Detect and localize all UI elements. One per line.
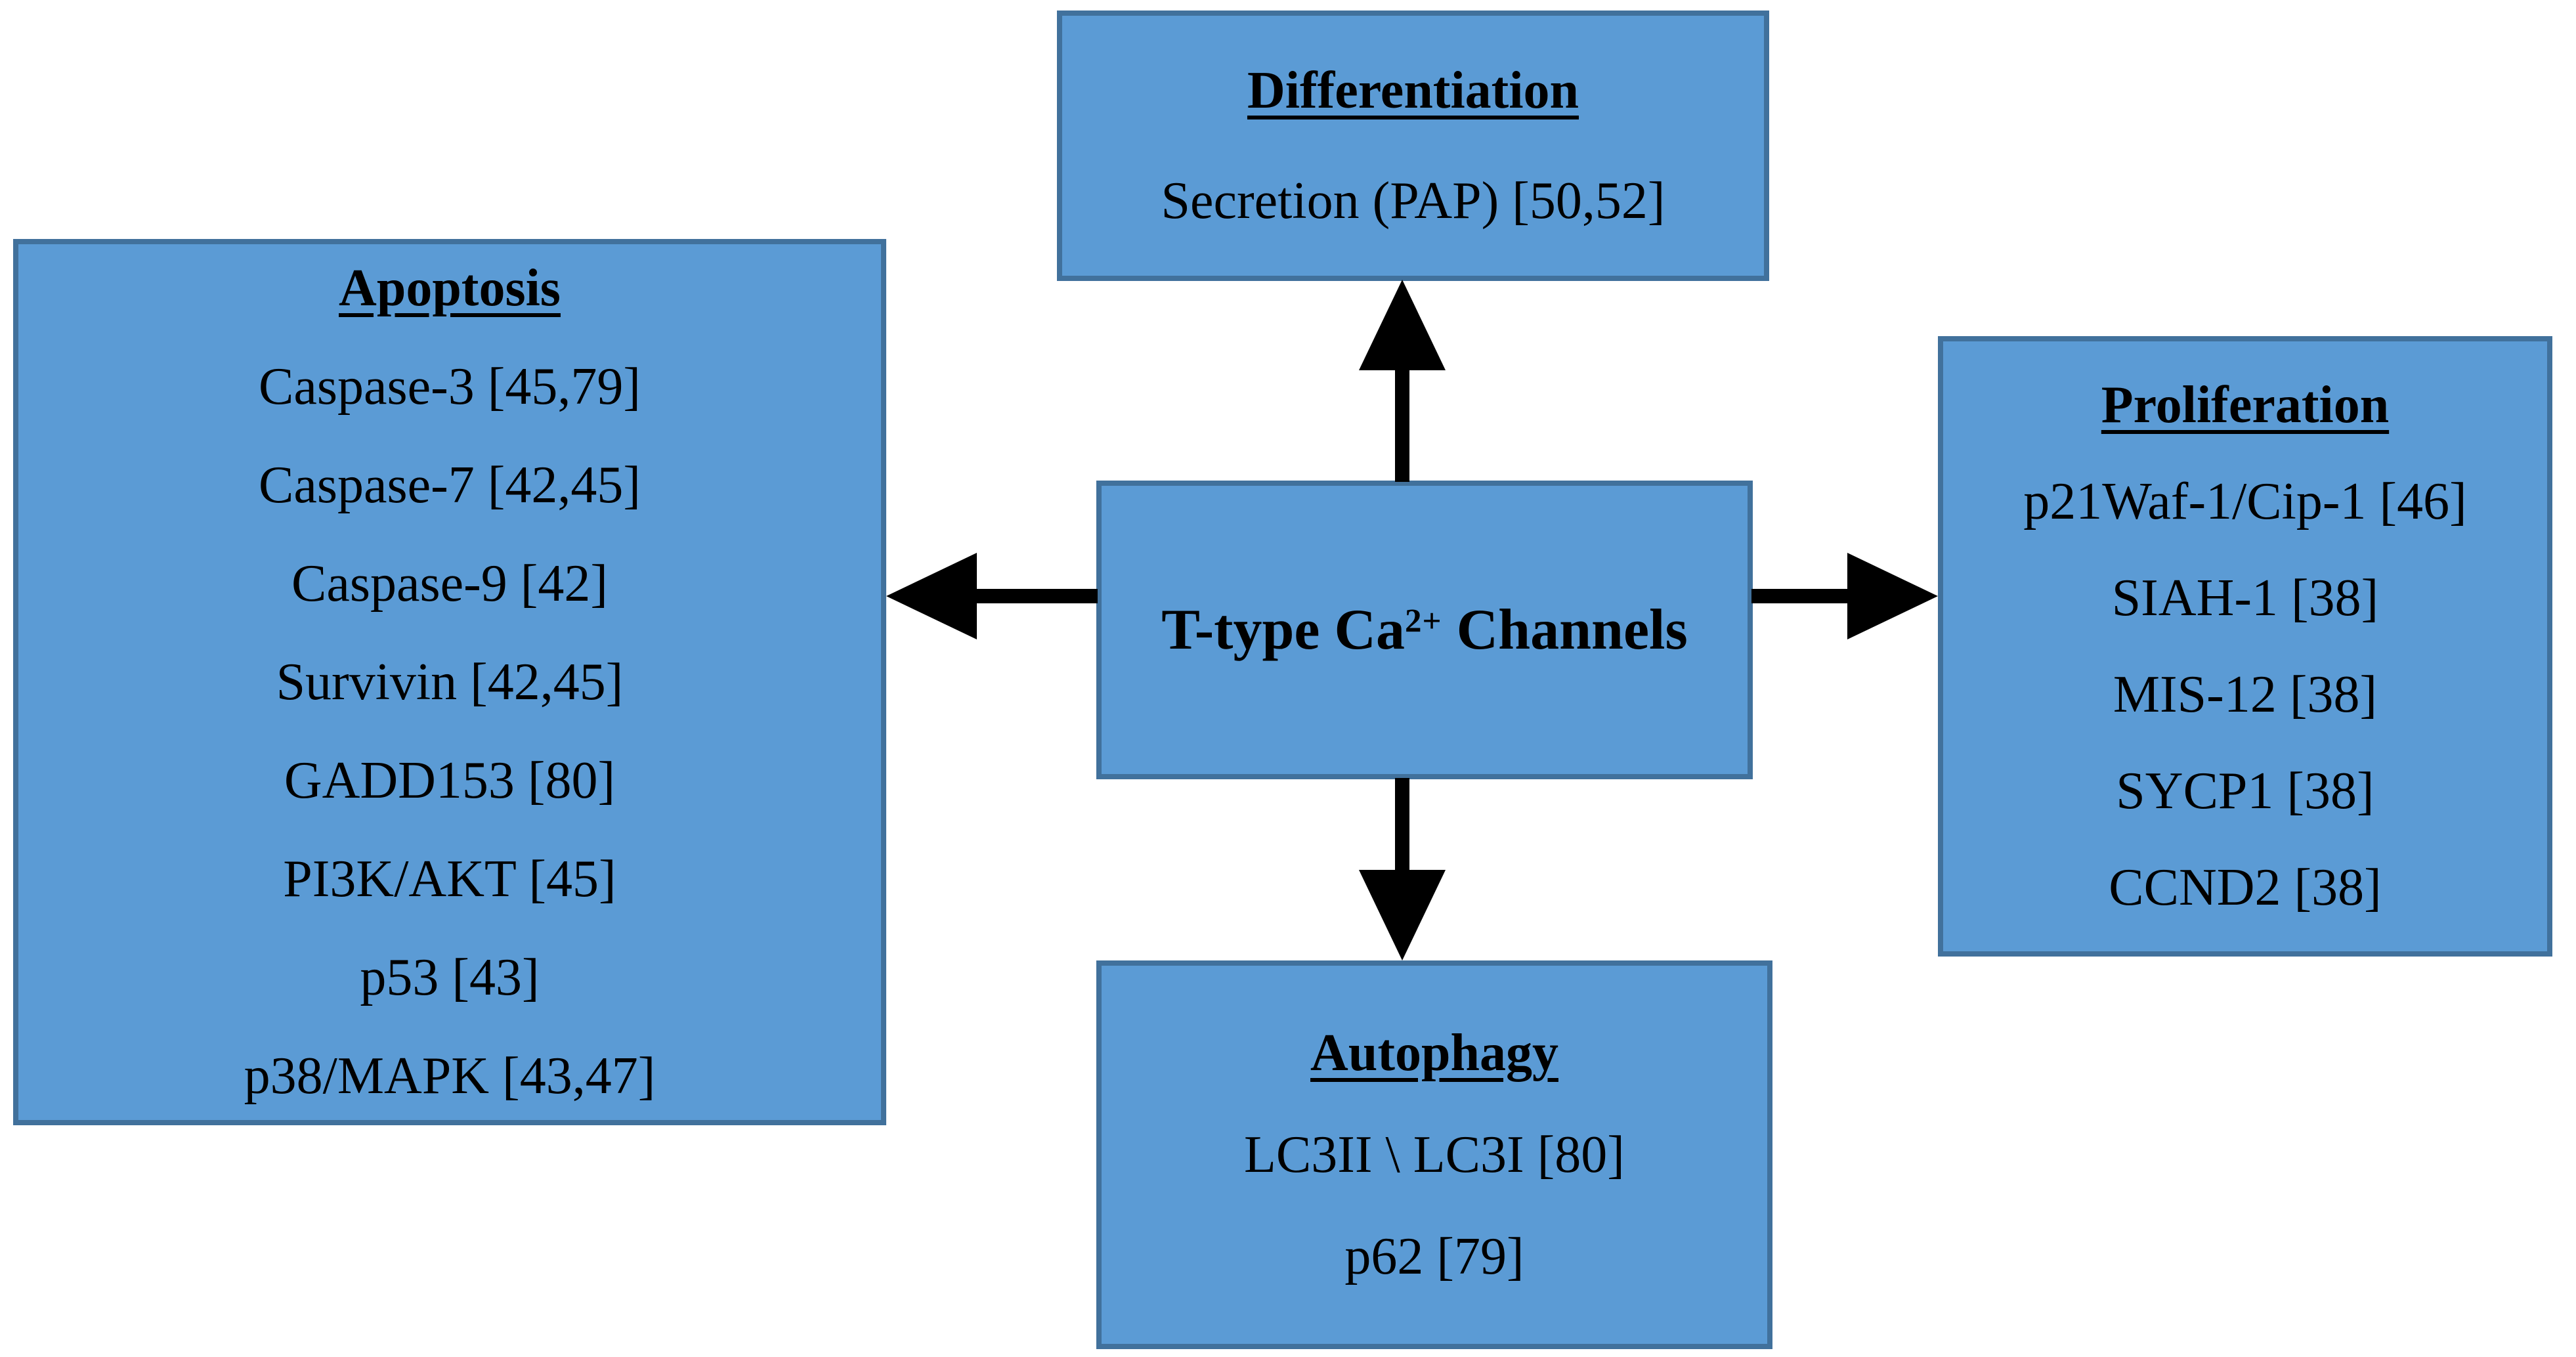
differentiation-box: Differentiation Secretion (PAP) [50,52] — [1057, 11, 1769, 281]
arrow-right-stem — [1751, 589, 1850, 603]
autophagy-item: LC3II \ LC3I [80] — [1244, 1125, 1625, 1184]
center-label: T-type Ca2+ Channels — [1161, 597, 1688, 663]
proliferation-item: CCND2 [38] — [2109, 858, 2382, 916]
proliferation-item: MIS-12 [38] — [2113, 665, 2378, 723]
apoptosis-item: Caspase-9 [42] — [291, 555, 609, 613]
proliferation-box: Proliferation p21Waf-1/Cip-1 [46] SIAH-1… — [1938, 336, 2552, 957]
center-label-superscript: 2+ — [1405, 603, 1442, 640]
autophagy-title: Autophagy — [1310, 1023, 1558, 1082]
arrow-down-head-icon — [1359, 870, 1446, 960]
proliferation-item: p21Waf-1/Cip-1 [46] — [2023, 472, 2467, 530]
autophagy-item: p62 [79] — [1344, 1227, 1524, 1285]
apoptosis-item: Caspase-7 [42,45] — [258, 456, 641, 514]
apoptosis-item: Survivin [42,45] — [276, 653, 624, 711]
arrow-left-stem — [973, 589, 1098, 603]
apoptosis-item: GADD153 [80] — [284, 752, 616, 809]
arrow-right-head-icon — [1847, 553, 1938, 639]
differentiation-item: Secretion (PAP) [50,52] — [1161, 172, 1665, 230]
arrow-down-stem — [1395, 778, 1409, 874]
proliferation-item: SYCP1 [38] — [2116, 762, 2374, 820]
apoptosis-item: p38/MAPK [43,47] — [244, 1047, 656, 1105]
arrow-left-head-icon — [886, 553, 977, 639]
t-type-ca-channels-box: T-type Ca2+ Channels — [1096, 481, 1753, 779]
apoptosis-item: Caspase-3 [45,79] — [258, 358, 641, 416]
apoptosis-box: Apoptosis Caspase-3 [45,79] Caspase-7 [4… — [13, 239, 886, 1125]
autophagy-box: Autophagy LC3II \ LC3I [80] p62 [79] — [1096, 960, 1772, 1349]
apoptosis-title: Apoptosis — [339, 259, 561, 317]
center-label-pre: T-type Ca — [1161, 598, 1406, 662]
differentiation-title: Differentiation — [1247, 62, 1579, 119]
apoptosis-item: p53 [43] — [360, 949, 540, 1006]
apoptosis-item: PI3K/AKT [45] — [283, 850, 616, 908]
arrow-up-head-icon — [1359, 280, 1446, 370]
proliferation-title: Proliferation — [2101, 376, 2390, 434]
proliferation-item: SIAH-1 [38] — [2111, 569, 2379, 627]
center-label-post: Channels — [1442, 598, 1688, 662]
arrow-up-stem — [1395, 366, 1409, 482]
